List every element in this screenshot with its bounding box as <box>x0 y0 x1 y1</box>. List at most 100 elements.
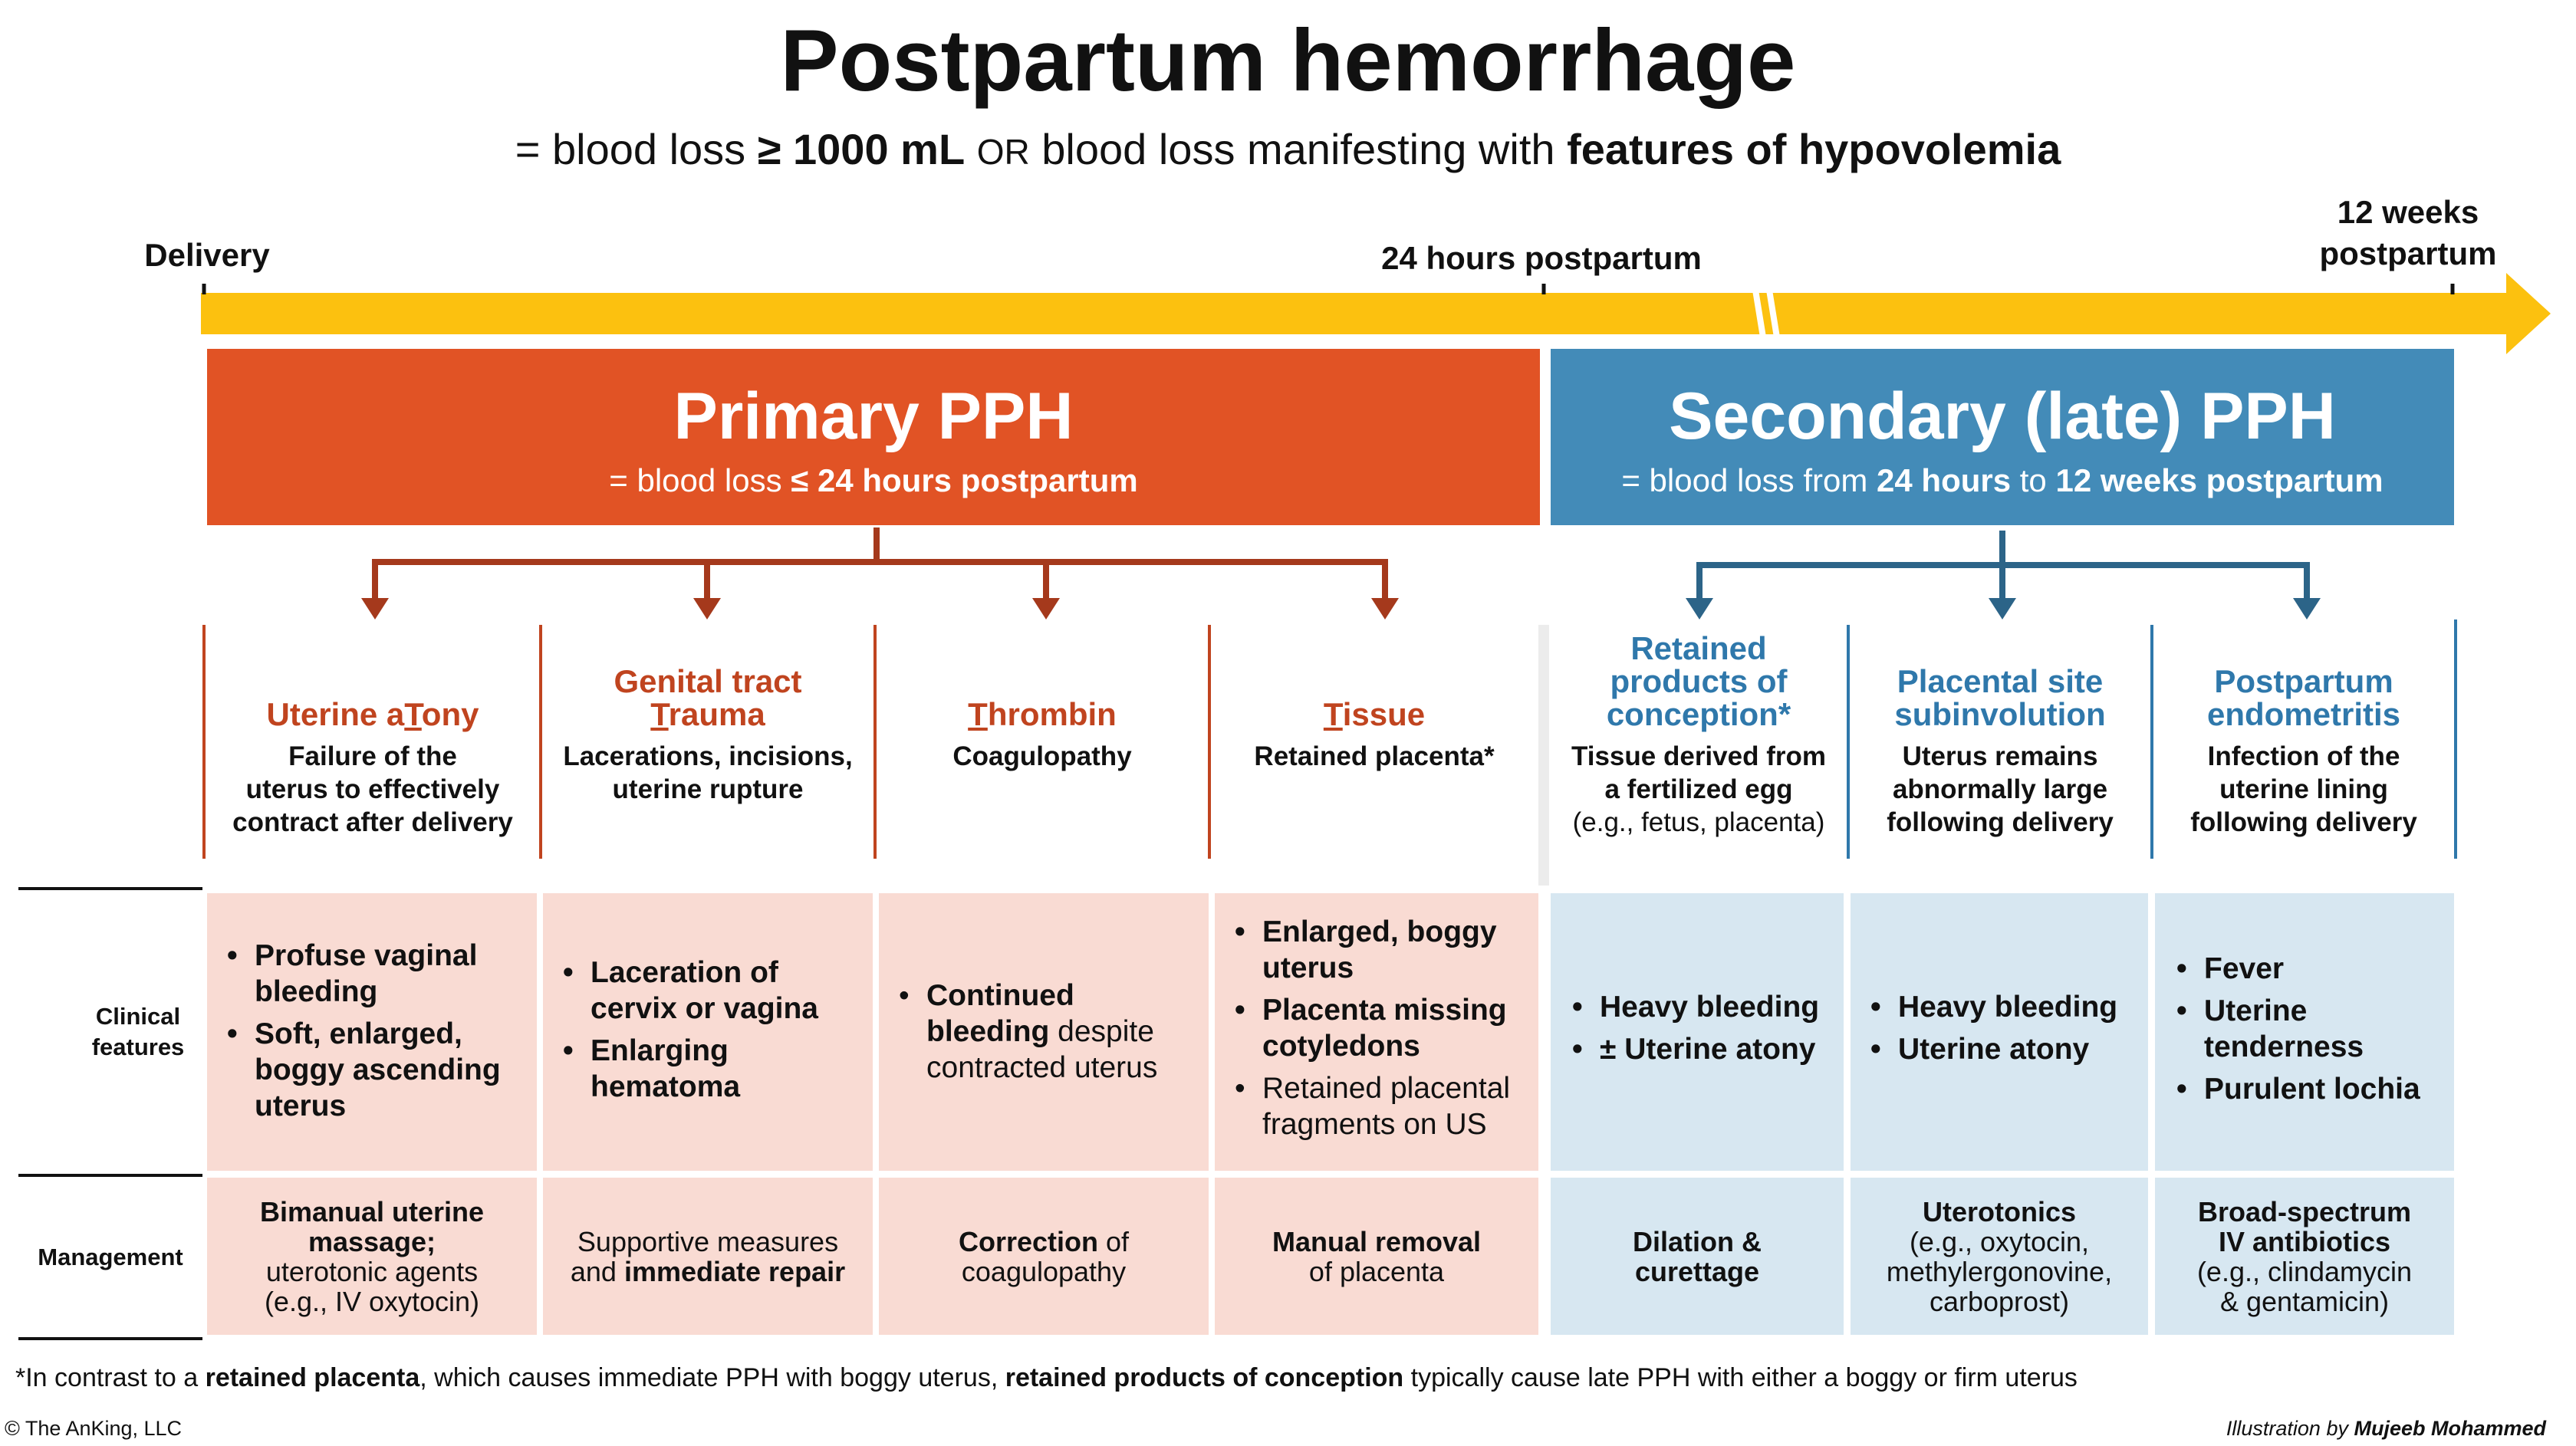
subinvolution-title-line: Placental site <box>1897 663 2104 699</box>
clinical-cell-thrombin: Continued bleeding despite contracted ut… <box>879 893 1209 1171</box>
trauma-mgmt-line2: and immediate repair <box>571 1257 845 1287</box>
cause-trauma-description: Lacerations, incisions, uterine rupture <box>544 740 872 806</box>
footnote-d: retained products of conception <box>1005 1363 1404 1392</box>
definition-prefix: = blood loss <box>515 125 758 173</box>
footnote-c: , which causes immediate PPH with boggy … <box>419 1363 1005 1392</box>
tissue-title-post: issue <box>1342 696 1426 732</box>
phase-gap-shade <box>1538 625 1549 886</box>
timeline-12w-label: 12 weeks postpartum <box>2282 192 2535 274</box>
endometritis-title-line: endometritis <box>2206 696 2401 732</box>
cause-tissue-description: Retained placenta* <box>1212 740 1536 773</box>
subinvolution-mgmt-bold: Uterotonics <box>1922 1195 2076 1227</box>
thrombin-clinical-normal: despite contracted uterus <box>926 1015 1158 1084</box>
thrombin-mgmt-of: of <box>1098 1225 1130 1257</box>
thrombin-mgmt-line2: coagulopathy <box>961 1255 1127 1287</box>
thrombin-title-t: T <box>968 696 988 732</box>
tissue-desc-line: Retained placenta* <box>1254 741 1495 771</box>
definition-emphasis: features of hypovolemia <box>1567 125 2061 173</box>
endometritis-mgmt-bold: Broad-spectrum <box>2197 1195 2412 1227</box>
primary-pph-title: Primary PPH <box>673 380 1074 453</box>
primary-column-dividers <box>202 625 1211 859</box>
cause-placental-subinvolution: Placental site subinvolution Uterus rema… <box>1851 665 2149 839</box>
tissue-title-t: T <box>1323 696 1343 732</box>
list-item: Profuse vaginal bleeding <box>218 938 529 1010</box>
cause-tissue: Tissue Retained placenta* <box>1212 698 1536 773</box>
trauma-mgmt-line: Supportive measures <box>577 1225 839 1257</box>
list-item: Uterine tenderness <box>2167 993 2446 1065</box>
secondary-pph-box: Secondary (late) PPH = blood loss from 2… <box>1551 349 2454 525</box>
management-cell-tissue: Manual removal of placenta <box>1215 1178 1538 1335</box>
timeline-12w-line2: postpartum <box>2319 235 2497 271</box>
rpoc-title-line: products of <box>1610 663 1788 699</box>
rpoc-desc-example: (e.g., fetus, placenta) <box>1572 807 1825 837</box>
subinvolution-mgmt-line: methylergonovine, <box>1886 1255 2113 1287</box>
rpoc-mgmt-line: curettage <box>1634 1255 1760 1287</box>
endometritis-desc-line: uterine lining <box>2219 774 2388 804</box>
secondary-connector <box>1696 531 2310 602</box>
atony-mgmt-bold: Bimanual uterine massage; <box>259 1195 485 1257</box>
management-cell-thrombin: Correction of coagulopathy <box>879 1178 1209 1335</box>
clinical-cell-endometritis: Fever Uterine tenderness Purulent lochia <box>2155 893 2454 1171</box>
list-item: Retained placental fragments on US <box>1225 1070 1531 1142</box>
clinical-label-line1: Clinical <box>95 1003 181 1030</box>
list-item: ± Uterine atony <box>1563 1031 1836 1067</box>
clinical-list-tissue: Enlarged, boggy uterus Placenta missing … <box>1225 914 1531 1142</box>
secondary-def-emph1: 24 hours <box>1877 462 2012 498</box>
endometritis-mgmt-line: & gentamicin) <box>2219 1285 2390 1317</box>
list-item: Enlarged, boggy uterus <box>1225 914 1531 986</box>
list-item: Enlarging hematoma <box>554 1033 865 1105</box>
list-item: Heavy bleeding <box>1861 989 2140 1025</box>
trauma-mgmt-bold: immediate repair <box>623 1255 846 1287</box>
row-label-clinical-features: Clinical features <box>77 1001 199 1063</box>
subinvolution-mgmt-line: carboprost) <box>1929 1285 2070 1317</box>
rpoc-desc-line: Tissue derived from <box>1571 741 1826 771</box>
footnote-e: typically cause late PPH with either a b… <box>1403 1363 2078 1392</box>
list-item: Fever <box>2167 951 2446 987</box>
list-item: Heavy bleeding <box>1563 989 1836 1025</box>
thrombin-clinical-bold: Continued bleeding <box>926 979 1074 1048</box>
clinical-list-atony: Profuse vaginal bleeding Soft, enlarged,… <box>218 938 529 1124</box>
endometritis-mgmt-bold: IV antibiotics <box>2218 1225 2391 1257</box>
trauma-mgmt-pre: and <box>570 1255 624 1287</box>
cause-thrombin-description: Coagulopathy <box>878 740 1206 773</box>
cause-thrombin: Thrombin Coagulopathy <box>878 698 1206 773</box>
cause-retained-products: Retained products of conception* Tissue … <box>1552 632 1845 839</box>
cause-uterine-atony: Uterine aTony Failure of the uterus to e… <box>209 698 537 839</box>
primary-def-emphasis: ≤ 24 hours postpartum <box>791 462 1138 498</box>
primary-pph-definition: = blood loss ≤ 24 hours postpartum <box>207 461 1540 501</box>
trauma-title-line1: Genital tract <box>614 663 802 699</box>
cause-thrombin-title: Thrombin <box>878 698 1206 731</box>
cause-trauma-title: Genital tract Trauma <box>544 665 872 731</box>
rpoc-mgmt-line: Dilation & <box>1633 1225 1762 1257</box>
definition-threshold: ≥ 1000 mL <box>757 125 966 173</box>
management-cell-atony: Bimanual uterine massage; uterotonic age… <box>207 1178 537 1335</box>
endometritis-desc-line: Infection of the <box>2207 741 2400 771</box>
trauma-desc-line: Lacerations, incisions, <box>563 741 853 771</box>
management-cell-subinvolution: Uterotonics (e.g., oxytocin, methylergon… <box>1851 1178 2148 1335</box>
primary-arrowheads <box>361 598 1399 619</box>
illustration-credit: Illustration by Mujeeb Mohammed <box>2224 1417 2546 1441</box>
trauma-title-line2: Trauma <box>544 698 872 731</box>
rpoc-desc-line: a fertilized egg <box>1604 774 1793 804</box>
trauma-desc-line: uterine rupture <box>612 774 804 804</box>
endometritis-mgmt-line: (e.g., clindamycin <box>2196 1255 2413 1287</box>
cause-tissue-title: Tissue <box>1212 698 1536 731</box>
cause-rpoc-title: Retained products of conception* <box>1552 632 1845 731</box>
atony-title-post: ony <box>421 696 479 732</box>
tissue-mgmt-bold: Manual removal <box>1272 1225 1482 1257</box>
clinical-label-line2: features <box>91 1034 185 1060</box>
secondary-def-emph2: 12 weeks postpartum <box>2055 462 2384 498</box>
endometritis-title-line: Postpartum <box>2214 663 2393 699</box>
list-item: Placenta missing cotyledons <box>1225 992 1531 1064</box>
clinical-cell-subinvolution: Heavy bleeding Uterine atony <box>1851 893 2148 1171</box>
footnote-a: *In contrast to a <box>15 1363 206 1392</box>
clinical-list-trauma: Laceration of cervix or vagina Enlarging… <box>554 955 865 1105</box>
secondary-def-mid: to <box>2011 462 2056 498</box>
clinical-cell-rpoc: Heavy bleeding ± Uterine atony <box>1551 893 1844 1171</box>
trauma-title-t: T <box>650 696 669 732</box>
thrombin-title-post: hrombin <box>987 696 1117 732</box>
cause-endometritis-title: Postpartum endometritis <box>2155 665 2453 731</box>
primary-connector <box>372 527 1388 602</box>
rpoc-title-line: Retained <box>1630 630 1767 666</box>
clinical-cell-trauma: Laceration of cervix or vagina Enlarging… <box>543 893 873 1171</box>
